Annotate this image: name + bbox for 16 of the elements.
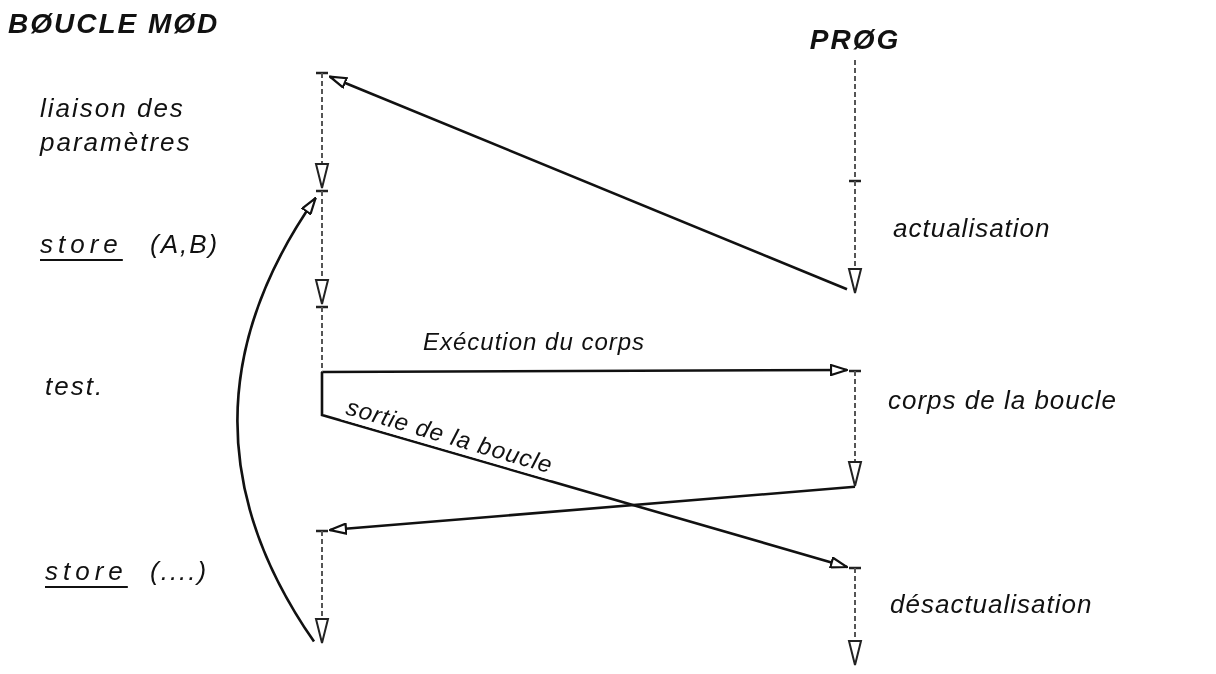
arrow — [236, 197, 317, 643]
arrow — [328, 485, 856, 535]
keyword-label: store — [45, 555, 128, 588]
step-label: test. — [45, 370, 105, 403]
step-label: désactualisation — [890, 588, 1093, 621]
step-label: (....) — [150, 555, 209, 588]
arrow — [328, 75, 848, 291]
step-label: liaison des paramètres — [40, 92, 193, 159]
column-heading: PRØG — [808, 23, 902, 57]
keyword-label: store — [40, 228, 123, 261]
arrow — [322, 363, 849, 377]
arrow — [320, 372, 849, 569]
step-label: actualisation — [893, 212, 1051, 245]
step-label: (A,B) — [150, 228, 220, 261]
step-label: corps de la boucle — [888, 384, 1118, 417]
column-heading: BØUCLE MØD — [8, 8, 220, 40]
